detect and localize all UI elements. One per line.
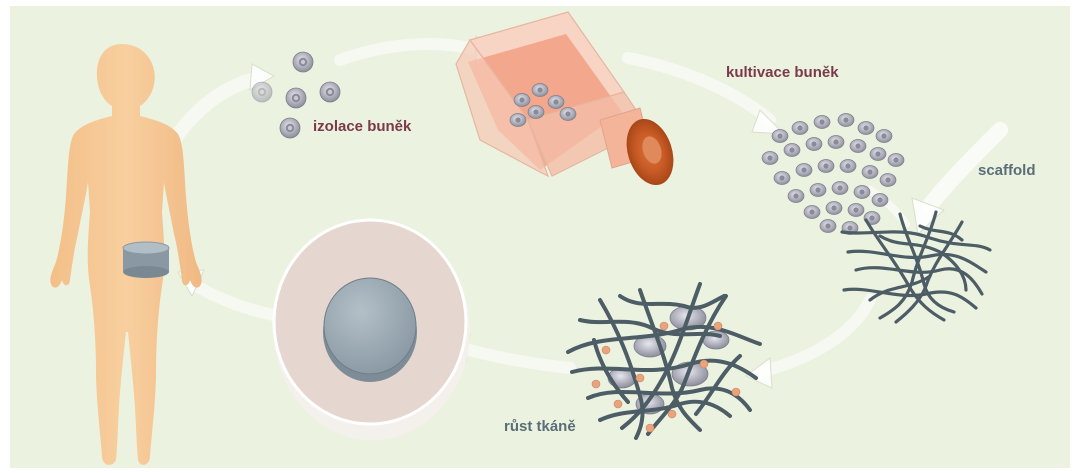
cultured-cell [876,130,892,143]
cultured-cell [762,152,778,165]
implant-icon [123,242,169,278]
cultured-cell [858,122,874,135]
cultured-cell [796,164,812,177]
cultured-cell [848,204,864,217]
cultured-cell [880,174,896,187]
cultured-cell [854,186,870,199]
label-rust-tkane: růst tkáně [504,418,576,435]
label-scaffold: scaffold [978,162,1036,179]
cultured-cell [888,154,904,167]
cultured-cell [828,136,844,149]
cultured-cell [818,160,834,173]
cultured-cell [862,166,878,179]
cultured-cell [774,172,790,185]
cultured-cell [772,130,788,143]
cultured-cell [820,220,836,233]
cultured-cell [804,206,820,219]
cultured-cell [850,140,866,153]
cultured-cell [826,202,842,215]
cultured-cell [810,184,826,197]
cultured-cell [832,182,848,195]
cultured-cell [788,190,804,203]
cultured-cell [870,148,886,161]
cultured-cell [792,122,808,135]
cultured-cell [806,138,822,151]
label-kultivace-bunek: kultivace buněk [726,64,839,81]
cultured-cell [838,114,854,127]
cultured-cell [872,194,888,207]
culture-dish-icon [274,220,470,440]
cultured-cell [784,144,800,157]
cultured-cell [814,116,830,129]
cultured-cell [840,160,856,173]
label-izolace-bunek: izolace buněk [313,118,411,135]
